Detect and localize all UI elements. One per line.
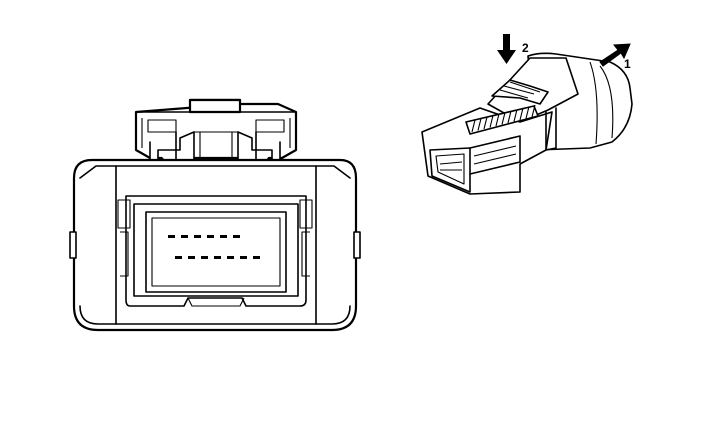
pin-cavity xyxy=(227,256,234,259)
pin-cavity xyxy=(207,235,214,238)
pin-cavity xyxy=(233,235,240,238)
arrow-2-label: 2 xyxy=(522,41,529,55)
pin-cavity xyxy=(194,235,201,238)
pin-cavity xyxy=(188,256,195,259)
pin-cavity xyxy=(168,235,175,238)
connector-front-view xyxy=(69,98,361,332)
arrow-down-icon xyxy=(497,34,516,64)
arrow-1-label: 1 xyxy=(624,57,631,71)
side-latch xyxy=(491,79,549,105)
pin-cavity xyxy=(175,256,182,259)
arrow-2: 2 xyxy=(497,34,529,64)
pin-cavities xyxy=(168,235,260,259)
pin-cavity xyxy=(214,256,221,259)
arrow-diagonal-up-right-icon xyxy=(599,43,631,67)
side-comb xyxy=(465,104,539,135)
front-inner-face xyxy=(117,195,313,307)
connector-side-view: 1 2 xyxy=(421,34,633,195)
pin-cavity xyxy=(220,235,227,238)
arrow-1: 1 xyxy=(599,43,631,71)
pin-cavity xyxy=(253,256,260,259)
pin-cavity xyxy=(201,256,208,259)
pin-cavity xyxy=(240,256,247,259)
front-opening xyxy=(429,135,521,193)
pin-cavity xyxy=(181,235,188,238)
